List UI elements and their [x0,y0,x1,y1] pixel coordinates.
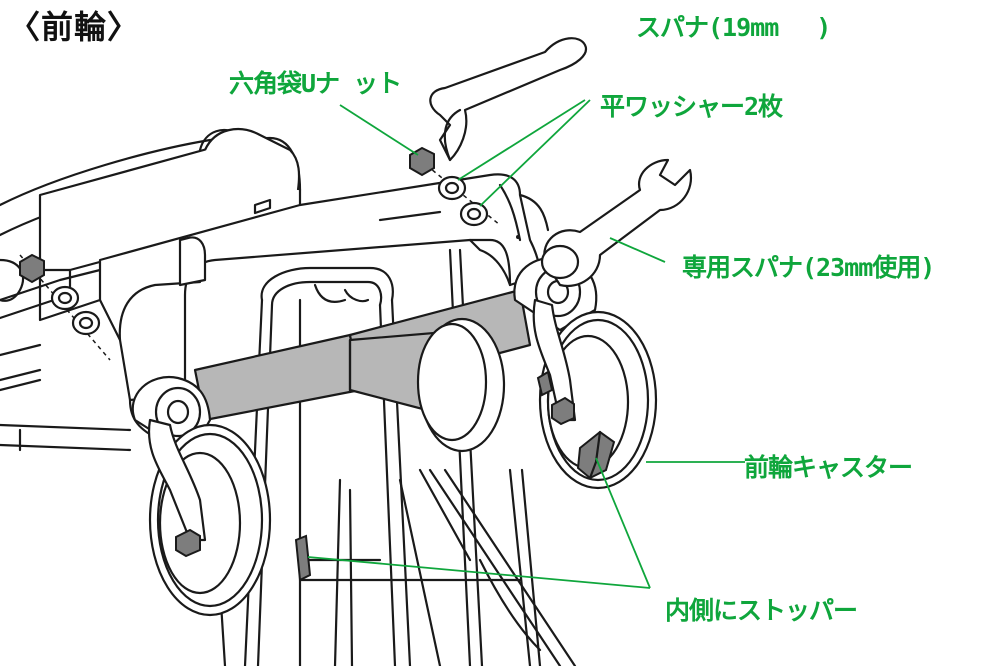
page-title: 〈前輪〉 [8,8,141,46]
center-roller [416,317,506,453]
label-inner-stopper: 内側にストッパー [665,596,858,625]
leader-lines [307,99,745,589]
label-wrench-19mm: スパナ(19mm ) [636,13,831,42]
label-front-caster: 前輪キャスター [744,453,913,482]
right-caster [513,256,658,490]
left-caster [131,375,312,617]
label-flat-washers: 平ワッシャー2枚 [600,92,783,121]
label-cap-nut: 六角袋Uナ ット [229,69,402,98]
label-special-wrench: 専用スパナ(23mm使用) [682,253,935,282]
hardware-left [19,253,111,361]
wrench-19mm [429,37,588,162]
special-wrench [540,158,693,288]
